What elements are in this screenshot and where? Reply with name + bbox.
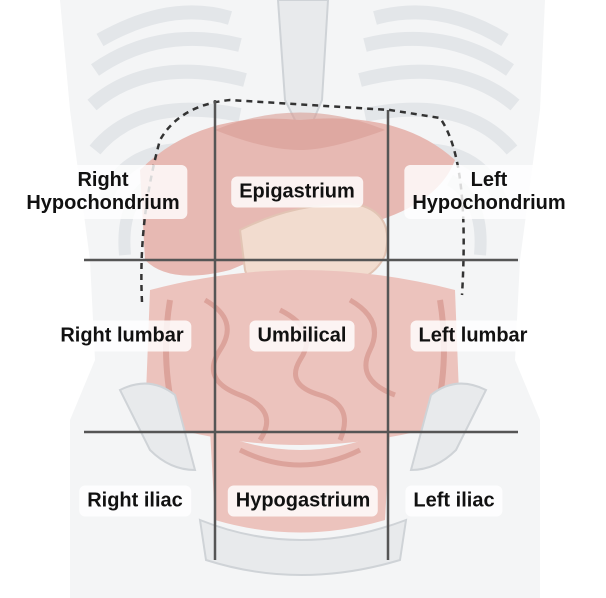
diaphragm-dome xyxy=(215,112,385,150)
label-left-iliac-text: Left iliac xyxy=(413,489,495,512)
label-left-hypochondrium: Left Hypochondrium xyxy=(404,165,574,219)
label-left-iliac: Left iliac xyxy=(405,485,503,517)
label-left-hypochondrium-line-2: Hypochondrium xyxy=(412,192,566,214)
pelvis xyxy=(118,382,488,576)
label-right-lumbar-text: Right lumbar xyxy=(60,324,184,347)
label-hypogastrium-text: Hypogastrium xyxy=(235,489,371,512)
label-right-iliac-text: Right iliac xyxy=(87,489,183,512)
label-epigastrium-text: Epigastrium xyxy=(239,180,355,203)
label-right-lumbar: Right lumbar xyxy=(52,320,192,352)
label-left-lumbar: Left lumbar xyxy=(410,320,536,352)
label-umbilical: Umbilical xyxy=(249,320,355,352)
label-left-hypochondrium-line-1: Left xyxy=(470,169,508,191)
label-left-lumbar-text: Left lumbar xyxy=(418,324,528,347)
label-right-hypochondrium-line-1: Right xyxy=(77,169,129,191)
label-right-hypochondrium: Right Hypochondrium xyxy=(18,165,188,219)
costal-margin-outline xyxy=(140,98,465,303)
region-grid xyxy=(84,100,518,560)
label-hypogastrium: Hypogastrium xyxy=(227,485,379,517)
label-epigastrium: Epigastrium xyxy=(231,176,363,208)
label-right-iliac: Right iliac xyxy=(79,485,191,517)
label-right-hypochondrium-line-2: Hypochondrium xyxy=(26,192,180,214)
label-umbilical-text: Umbilical xyxy=(257,324,347,347)
